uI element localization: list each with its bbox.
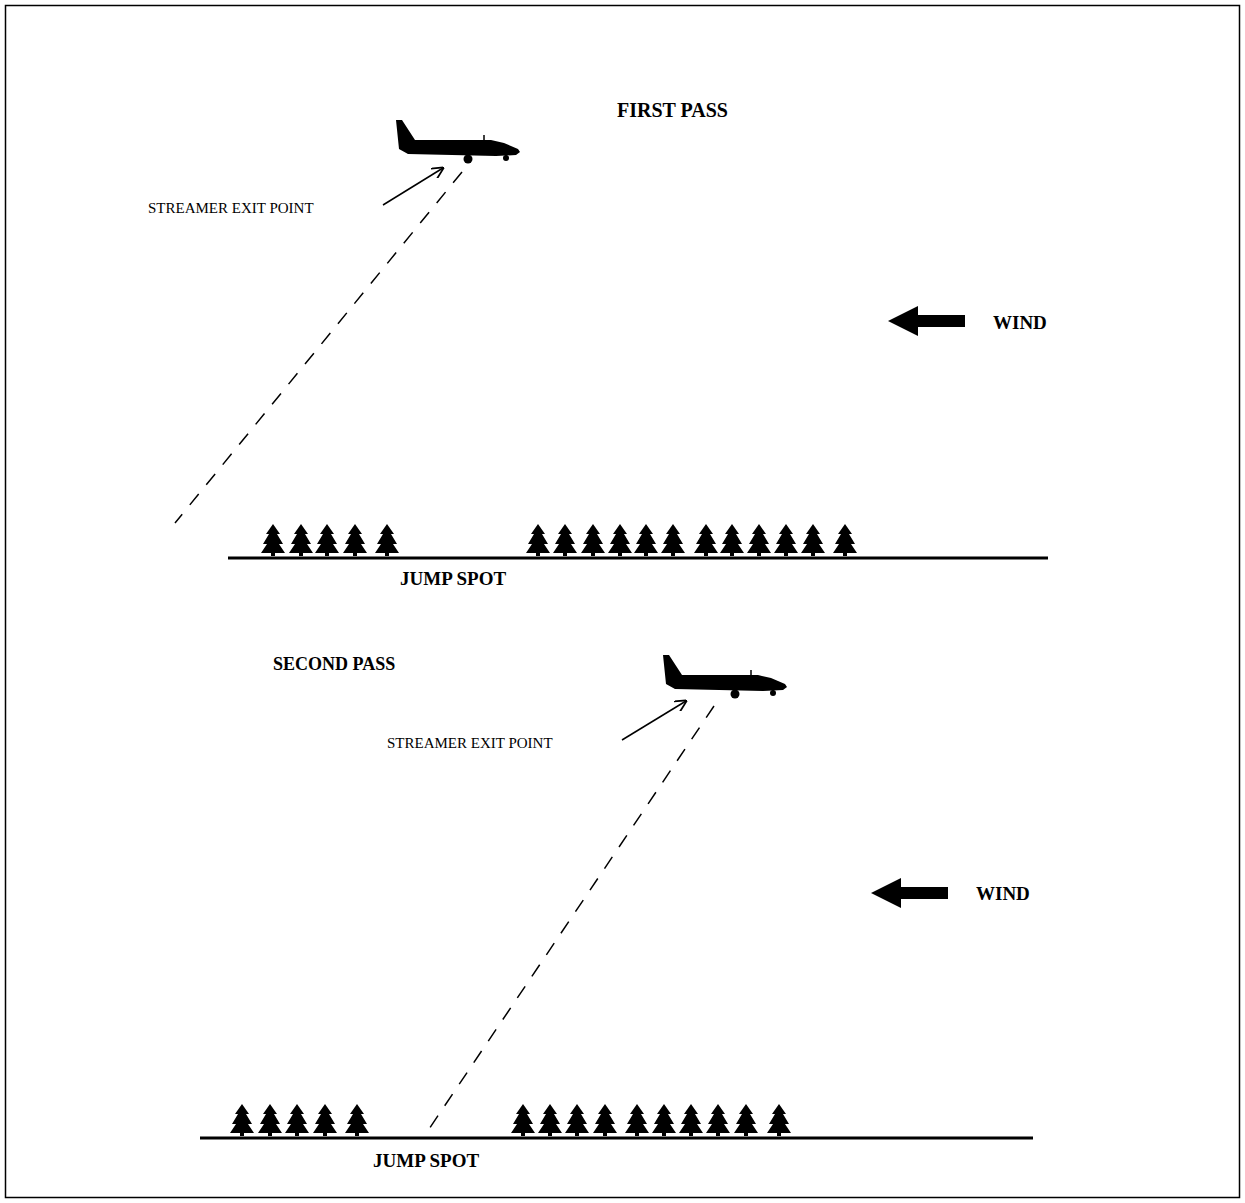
leader-line [622, 701, 686, 740]
wind-arrow [871, 878, 948, 908]
ground-line [200, 1137, 1033, 1140]
ground-line [228, 557, 1048, 560]
spot-label: JUMP SPOT [373, 1151, 479, 1170]
spot-label: JUMP SPOT [400, 569, 506, 588]
frame [6, 6, 1240, 1198]
streamer-path [425, 706, 714, 1135]
leader-line [383, 168, 443, 205]
callout-label: STREAMER EXIT POINT [148, 201, 314, 216]
pass-title: SECOND PASS [273, 655, 395, 673]
tree-line [261, 524, 857, 556]
streamer-path [175, 172, 462, 523]
pass-title: FIRST PASS [617, 100, 728, 120]
wind-label: WIND [993, 313, 1047, 332]
wind-arrow [888, 306, 965, 336]
aircraft [396, 120, 520, 164]
aircraft [663, 655, 787, 699]
callout-label: STREAMER EXIT POINT [387, 736, 553, 751]
tree-line [230, 1104, 791, 1136]
wind-label: WIND [976, 884, 1030, 903]
